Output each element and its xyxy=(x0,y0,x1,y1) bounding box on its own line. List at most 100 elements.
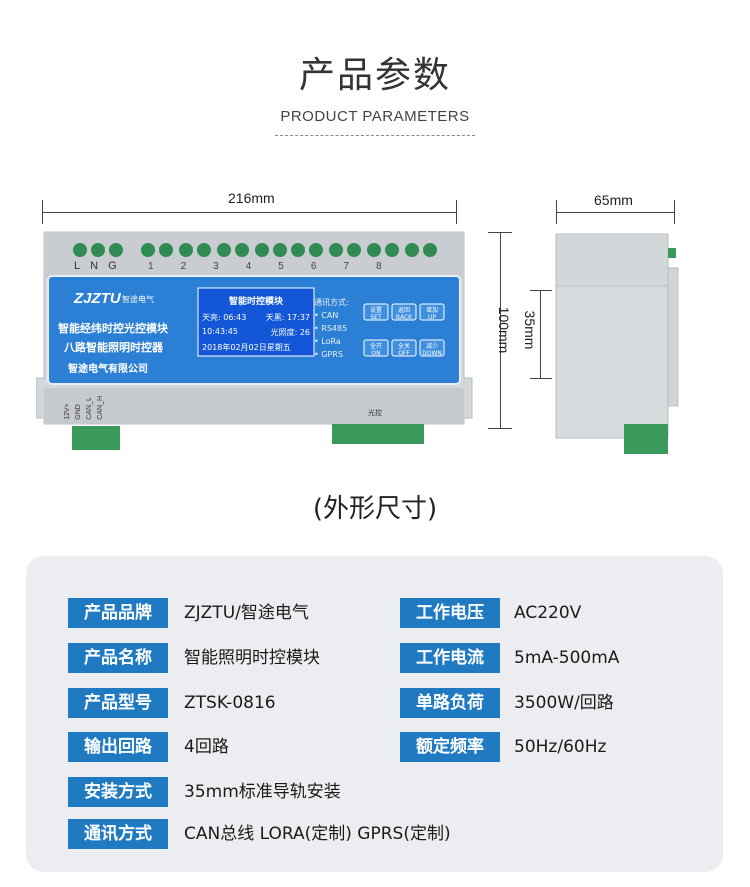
button-cn: 增加 xyxy=(425,307,438,314)
spec-value-brand: ZJZTU/智途电气 xyxy=(184,603,309,623)
spec-label-install: 安装方式 xyxy=(68,777,168,807)
device-terminal-letters: LNG xyxy=(74,260,127,272)
spec-value-install: 35mm标准导轨安装 xyxy=(184,782,341,802)
rail-dimension-tick-bottom xyxy=(530,378,552,379)
spec-label-output: 输出回路 xyxy=(68,732,168,762)
terminal-label: 12V+ xyxy=(64,403,71,420)
button-cn: 全开 xyxy=(369,343,382,350)
depth-dimension-tick-left xyxy=(556,200,557,224)
width-dimension-tick-left xyxy=(42,200,43,224)
screen-sunrise: 天亮: 06:43 xyxy=(202,313,247,322)
device-channel-numbers: 1 2 3 4 5 6 7 8 xyxy=(148,261,382,272)
button-en: ON xyxy=(371,350,381,357)
terminal-letter: G xyxy=(108,260,127,272)
button-cn: 全关 xyxy=(397,343,410,350)
height-dimension-line xyxy=(500,232,501,428)
device-brand-cn: 智途电气 xyxy=(122,295,154,304)
spec-value-name: 智能照明时控模块 xyxy=(184,648,320,668)
dimensions-caption: (外形尺寸) xyxy=(312,494,438,524)
light-control-label: 光控 xyxy=(368,409,382,417)
rail-dimension-line xyxy=(540,290,541,378)
spec-value-frequency: 50Hz/60Hz xyxy=(514,737,607,757)
comm-item-label: LoRa xyxy=(321,337,341,346)
title-divider xyxy=(275,135,475,136)
device-company: 智途电气有限公司 xyxy=(68,364,148,375)
device-screen: 智能时控模块 天亮: 06:43 天黑: 17:37 10:43:45 光照度:… xyxy=(198,290,314,358)
button-en: BACK xyxy=(395,314,413,321)
button-en: OFF xyxy=(398,350,410,357)
spec-label-load: 单路负荷 xyxy=(400,688,500,718)
comm-item-label: CAN xyxy=(321,311,339,320)
spec-value-voltage: AC220V xyxy=(514,603,582,623)
comm-item: • LoRa xyxy=(314,337,341,346)
device-side-view xyxy=(555,233,679,454)
button-cn: 减少 xyxy=(425,343,438,350)
depth-dimension-tick-right xyxy=(674,200,675,224)
channel-number: 8 xyxy=(375,261,382,272)
device-line1: 智能经纬时控光控模块 xyxy=(58,322,168,335)
button-en: DOWN xyxy=(422,350,442,357)
comm-item: • GPRS xyxy=(314,350,343,359)
comm-item-label: GPRS xyxy=(321,350,343,359)
terminal-label: CAN_L xyxy=(86,397,93,420)
spec-value-model: ZTSK-0816 xyxy=(184,693,276,713)
terminal-label: CAN_H xyxy=(97,396,104,420)
terminal-label: GND xyxy=(75,404,82,420)
screen-title: 智能时控模块 xyxy=(228,297,283,307)
specs-panel: 产品品牌 ZJZTU/智途电气 产品名称 智能照明时控模块 产品型号 ZTSK-… xyxy=(26,556,723,872)
width-dimension-label: 216mm xyxy=(228,190,275,206)
page-title: 产品参数 xyxy=(298,55,451,96)
comm-item: • CAN xyxy=(314,311,339,320)
spec-value-current: 5mA-500mA xyxy=(514,648,620,668)
spec-value-comm: CAN总线 LORA(定制) GPRS(定制) xyxy=(184,824,451,844)
spec-value-load: 3500W/回路 xyxy=(514,693,614,713)
channel-number: 6 xyxy=(310,261,317,272)
spec-label-frequency: 额定频率 xyxy=(400,732,500,762)
comm-item: • RS485 xyxy=(314,324,348,333)
depth-dimension-line xyxy=(556,212,674,213)
channel-number: 5 xyxy=(278,261,284,272)
height-dimension-tick-bottom xyxy=(488,428,512,429)
channel-number: 2 xyxy=(180,261,187,272)
height-dimension-label: 100mm xyxy=(496,306,512,354)
spec-label-name: 产品名称 xyxy=(68,643,168,673)
device-front-view xyxy=(36,231,473,450)
button-cn: 返回 xyxy=(397,307,410,314)
button-en: SET xyxy=(370,314,382,321)
screen-sunset: 天黑: 17:37 xyxy=(265,313,310,322)
screen-lux: 光照度: 26 xyxy=(270,328,310,337)
comm-title: 通讯方式: xyxy=(314,298,349,307)
channel-number: 7 xyxy=(343,261,349,272)
device-line2: 八路智能照明时控器 xyxy=(64,341,163,354)
channel-number: 3 xyxy=(213,261,219,272)
spec-label-brand: 产品品牌 xyxy=(68,598,168,628)
button-cn: 设置 xyxy=(369,307,382,314)
terminal-letter: N xyxy=(90,260,109,272)
rail-dimension-tick-top xyxy=(530,290,552,291)
button-en: UP xyxy=(427,314,436,321)
spec-label-voltage: 工作电压 xyxy=(400,598,500,628)
width-dimension-line xyxy=(42,212,456,213)
terminal-letter: L xyxy=(74,260,91,272)
depth-dimension-label: 65mm xyxy=(594,192,633,208)
spec-label-current: 工作电流 xyxy=(400,643,500,673)
comm-item-label: RS485 xyxy=(321,324,348,333)
device-brand: ZJZTU xyxy=(74,290,121,307)
channel-number: 1 xyxy=(148,261,154,272)
spec-label-model: 产品型号 xyxy=(68,688,168,718)
page-subtitle: PRODUCT PARAMETERS xyxy=(280,108,470,125)
spec-label-comm: 通讯方式 xyxy=(68,819,168,849)
device-comm: 通讯方式: • CAN • RS485 • LoRa • GPRS xyxy=(314,296,349,361)
screen-date: 2018年02月02日星期五 xyxy=(202,343,291,352)
width-dimension-tick-right xyxy=(456,200,457,224)
channel-number: 4 xyxy=(245,261,252,272)
rail-dimension-label: 35mm xyxy=(522,310,538,350)
spec-value-output: 4回路 xyxy=(184,737,229,757)
